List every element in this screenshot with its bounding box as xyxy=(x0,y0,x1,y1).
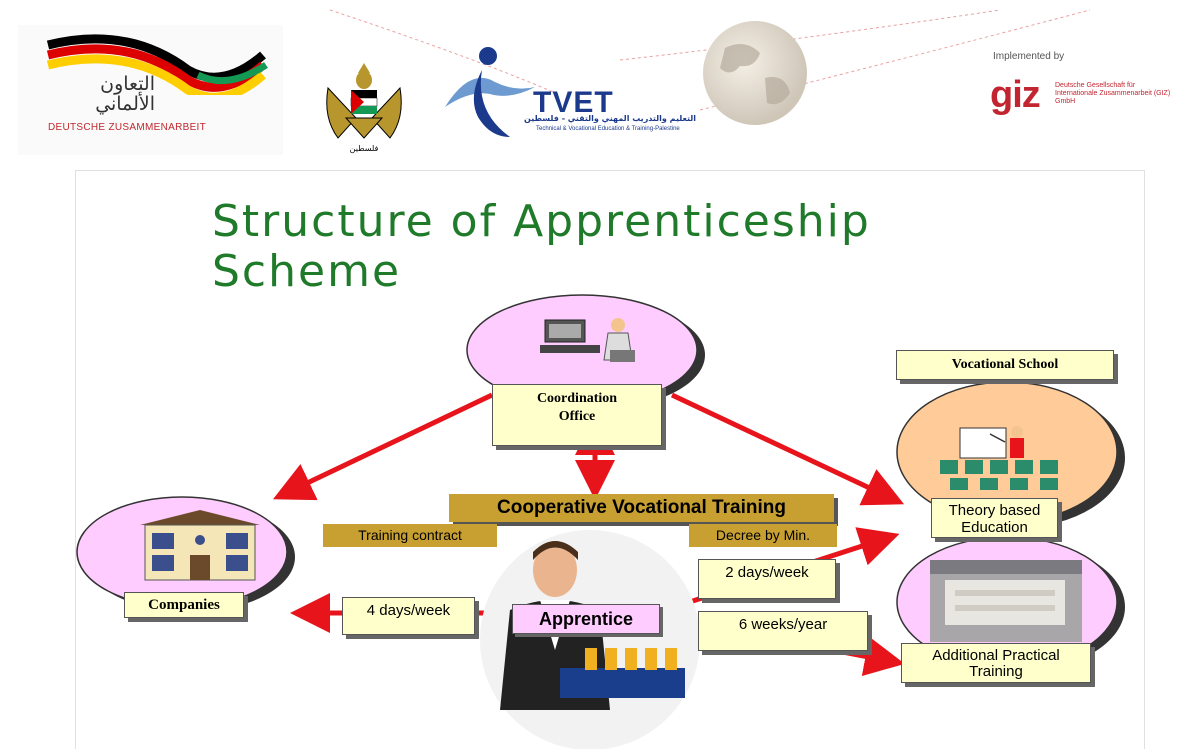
training-contract-label: Training contract xyxy=(323,524,497,547)
giz-logo: giz xyxy=(990,74,1041,116)
slide-title-line-1: Structure of Apprenticeship xyxy=(212,196,871,247)
coordination-office-label: Coordination Office xyxy=(492,384,662,446)
two-days-label: 2 days/week xyxy=(698,559,836,599)
tvet-subtitle-english: Technical & Vocational Education & Train… xyxy=(536,126,680,132)
coordination-office-text: Coordination Office xyxy=(536,391,618,424)
arabic-line-1: التعاون xyxy=(100,73,155,95)
header-banner: التعاون الألماني DEUTSCHE ZUSAMMENARBEIT… xyxy=(0,0,1198,165)
german-cooperation-logo xyxy=(18,25,283,155)
theory-education-text: Theory based Education xyxy=(948,502,1041,536)
six-weeks-label: 6 weeks/year xyxy=(698,611,868,651)
implemented-by-text: Implemented by xyxy=(993,51,1065,62)
tvet-figure-icon xyxy=(445,47,535,137)
vocational-school-label: Vocational School xyxy=(896,350,1114,380)
theory-education-label: Theory based Education xyxy=(931,498,1058,538)
apprentice-photo xyxy=(480,530,700,749)
additional-training-text: Additional Practical Training xyxy=(932,647,1060,680)
companies-label: Companies xyxy=(124,592,244,618)
german-coop-arabic: التعاون الألماني xyxy=(55,74,155,114)
workshop-photo xyxy=(930,560,1082,642)
palestine-eagle-emblem-icon: فلسطين xyxy=(326,63,402,153)
tvet-logo-text: TVET xyxy=(533,86,614,119)
building-icon xyxy=(140,510,260,581)
cooperative-training-banner: Cooperative Vocational Training xyxy=(449,494,834,522)
tvet-subtitle-arabic: التعليم والتدريب المهني والتقني - فلسطين xyxy=(524,114,697,123)
computer-worker-icon xyxy=(540,318,635,362)
arabic-line-2: الألماني xyxy=(95,93,155,115)
decree-label: Decree by Min. xyxy=(689,524,837,547)
german-coop-text: DEUTSCHE ZUSAMMENARBEIT xyxy=(48,122,207,133)
flag-swoosh-icon xyxy=(46,34,268,102)
apprentice-label: Apprentice xyxy=(512,604,660,634)
classroom-icon xyxy=(940,426,1058,490)
arrow-coordination-to-school xyxy=(670,392,905,506)
giz-subtitle: Deutsche Gesellschaft für Internationale… xyxy=(1055,82,1171,105)
four-days-label: 4 days/week xyxy=(342,597,475,635)
additional-training-label: Additional Practical Training xyxy=(901,643,1091,683)
svg-text:فلسطين: فلسطين xyxy=(350,144,379,153)
slide-title-line-2: Scheme xyxy=(212,246,402,297)
arrow-coordination-to-companies xyxy=(272,392,494,501)
globe-icon xyxy=(703,21,807,125)
